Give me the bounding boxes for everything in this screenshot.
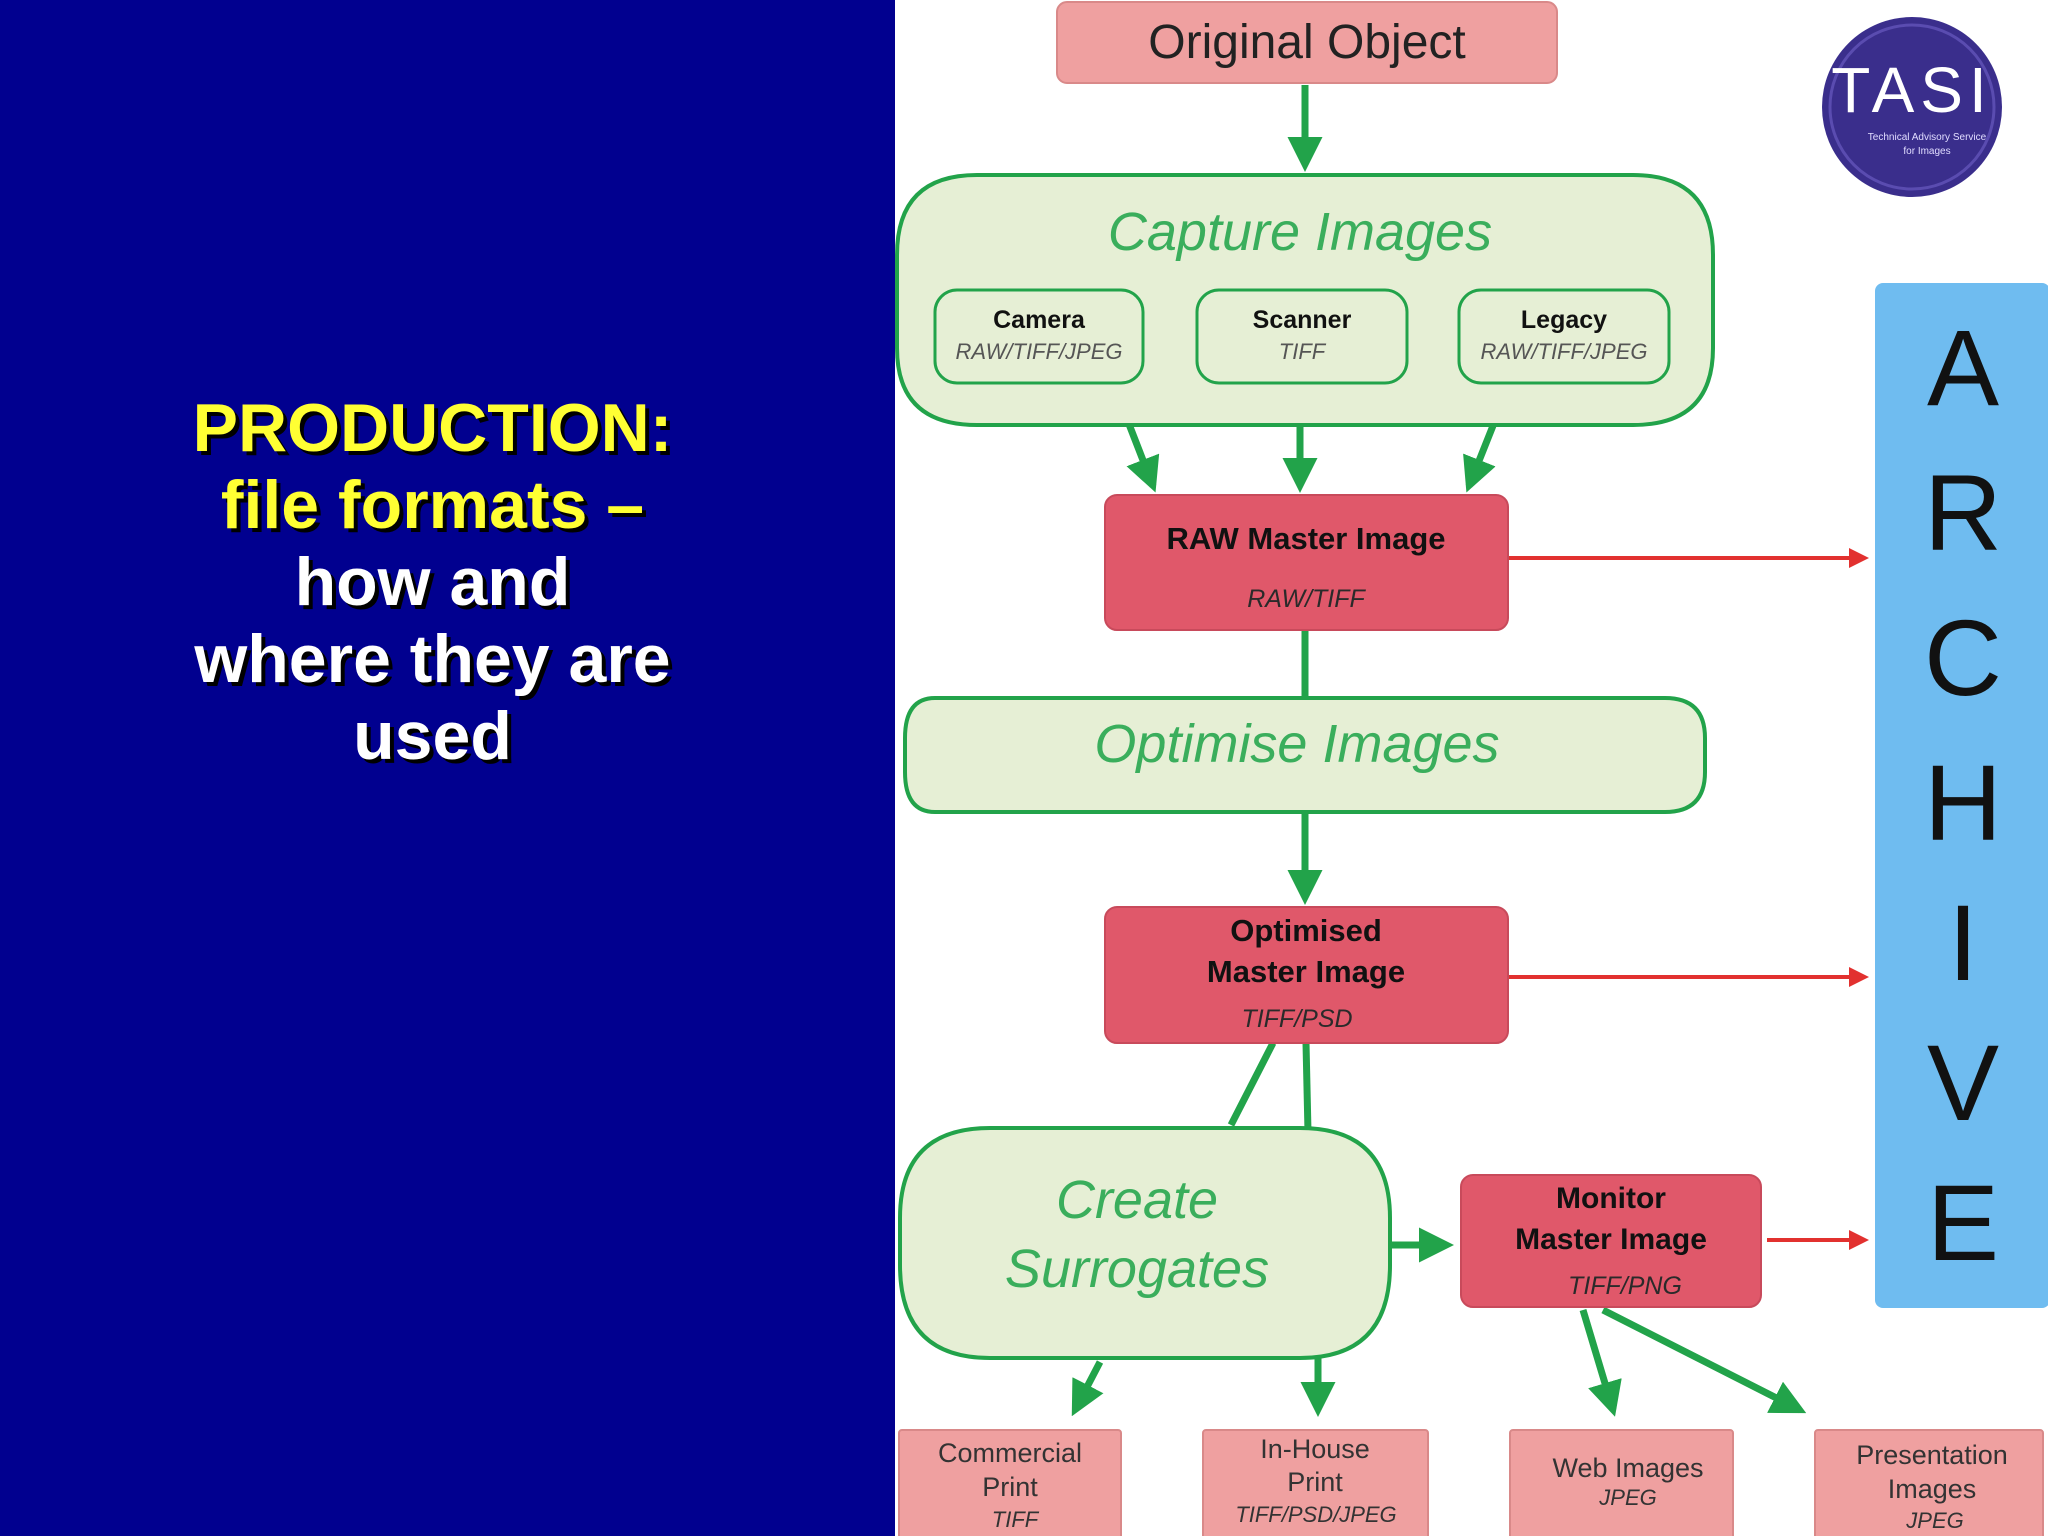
in-house-print-line2: Print: [1287, 1467, 1343, 1497]
slide-title: PRODUCTION: file formats – how and where…: [60, 390, 805, 775]
presentation-images-line1: Presentation: [1856, 1440, 2008, 1470]
node-scanner: Scanner TIFF: [1195, 288, 1409, 385]
optimised-master-formats: TIFF/PSD: [1241, 1005, 1352, 1033]
tasi-logo: TASI Technical Advisory Service for Imag…: [1822, 17, 2002, 197]
archive-column: A R C H I V E: [1875, 283, 2048, 1308]
output-presentation-images: Presentation Images JPEG: [1814, 1429, 2044, 1536]
optimise-images-label: Optimise Images: [1094, 714, 1499, 774]
node-optimised-master-image: Optimised Master Image TIFF/PSD: [1104, 906, 1509, 1044]
camera-label: Camera: [993, 306, 1086, 334]
workflow-diagram-svg: Original Object Capture Images Camera RA…: [895, 1, 2048, 1536]
archive-letter-c: C: [1924, 597, 2002, 718]
node-optimise-images: Optimise Images: [903, 696, 1707, 814]
output-commercial-print: Commercial Print TIFF: [898, 1429, 1122, 1536]
optimised-master-label-line2: Master Image: [1207, 954, 1405, 989]
archive-letter-i: I: [1948, 882, 1978, 1003]
camera-formats: RAW/TIFF/JPEG: [955, 339, 1122, 364]
web-images-line1: Web Images: [1552, 1453, 1703, 1483]
node-camera: Camera RAW/TIFF/JPEG: [933, 288, 1145, 385]
raw-master-formats: RAW/TIFF: [1247, 585, 1366, 613]
title-line-production: PRODUCTION:: [192, 390, 673, 466]
presentation-images-formats: JPEG: [1905, 1508, 1963, 1533]
in-house-print-formats: TIFF/PSD/JPEG: [1235, 1502, 1396, 1527]
line-optimised-to-surrogates-a: [1227, 1041, 1277, 1127]
commercial-print-line2: Print: [982, 1472, 1038, 1502]
create-surrogates-line2: Surrogates: [1005, 1239, 1269, 1299]
commercial-print-line1: Commercial: [938, 1438, 1082, 1468]
title-line-where: where they are: [194, 621, 671, 697]
scanner-formats: TIFF: [1279, 339, 1327, 364]
slide-title-panel: PRODUCTION: file formats – how and where…: [0, 0, 895, 1536]
title-line-how-and: how and: [294, 544, 571, 620]
legacy-formats: RAW/TIFF/JPEG: [1480, 339, 1647, 364]
archive-letter-e: E: [1927, 1162, 1999, 1283]
node-create-surrogates: Create Surrogates: [898, 1126, 1392, 1360]
arrow-monitor-to-web: [1579, 1308, 1622, 1417]
original-object-label: Original Object: [1148, 16, 1465, 69]
capture-images-label: Capture Images: [1108, 202, 1492, 262]
monitor-master-label-line1: Monitor: [1556, 1182, 1666, 1215]
legacy-label: Legacy: [1521, 306, 1607, 334]
node-raw-master-image: RAW Master Image RAW/TIFF: [1104, 494, 1509, 631]
optimised-master-label-line1: Optimised: [1230, 913, 1382, 948]
archive-letter-v: V: [1927, 1022, 1999, 1143]
output-in-house-print: In-House Print TIFF/PSD/JPEG: [1202, 1429, 1429, 1536]
archive-letter-a: A: [1927, 307, 1999, 428]
tasi-logo-initials: TASI: [1831, 54, 1993, 126]
in-house-print-line1: In-House: [1260, 1434, 1370, 1464]
arrow-monitor-to-presentation: [1601, 1306, 1807, 1414]
title-line-file-formats: file formats –: [220, 467, 645, 543]
workflow-diagram: Original Object Capture Images Camera RA…: [895, 0, 2048, 1536]
tasi-logo-tagline-line1: Technical Advisory Service: [1868, 132, 1987, 143]
node-original-object: Original Object: [1056, 1, 1558, 84]
line-optimised-to-surrogates-b: [1302, 1042, 1312, 1133]
scanner-label: Scanner: [1253, 306, 1352, 334]
create-surrogates-line1: Create: [1056, 1170, 1218, 1230]
archive-letter-h: H: [1924, 742, 2002, 863]
web-images-formats: JPEG: [1598, 1485, 1656, 1510]
monitor-master-formats: TIFF/PNG: [1568, 1272, 1682, 1300]
archive-letter-r: R: [1924, 452, 2002, 573]
tasi-logo-tagline-line2: for Images: [1903, 146, 1950, 157]
raw-master-label: RAW Master Image: [1166, 521, 1445, 556]
node-legacy: Legacy RAW/TIFF/JPEG: [1457, 288, 1671, 385]
archive-connectors: [1508, 548, 1869, 1250]
node-monitor-master-image: Monitor Master Image TIFF/PNG: [1460, 1174, 1762, 1308]
output-web-images: Web Images JPEG: [1509, 1429, 1734, 1536]
presentation-images-line2: Images: [1888, 1474, 1977, 1504]
monitor-master-label-line2: Master Image: [1515, 1223, 1707, 1256]
commercial-print-formats: TIFF: [992, 1507, 1040, 1532]
title-line-used: used: [353, 698, 512, 774]
arrow-surrogates-to-commercial: [1071, 1360, 1104, 1417]
